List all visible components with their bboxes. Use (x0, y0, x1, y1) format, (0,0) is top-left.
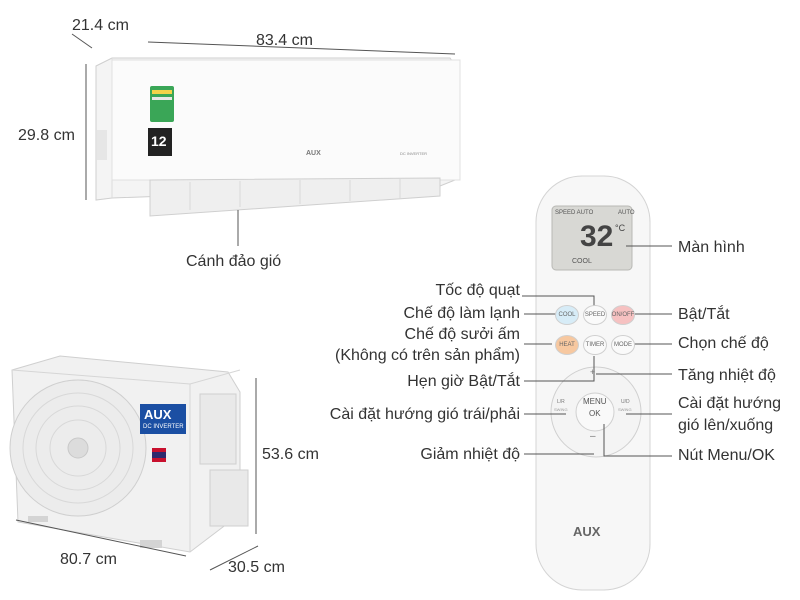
timer-button[interactable]: TIMER (583, 335, 607, 355)
warranty-badge-icon (148, 128, 172, 156)
outdoor-badge-text: DC INVERTER (143, 424, 184, 430)
callout-swing-lr: Cài đặt hướng gió trái/phải (329, 406, 520, 423)
indoor-unit (95, 57, 461, 217)
callout-heat-note: (Không có trên sản phẩm) (335, 347, 520, 364)
energy-label-icon (150, 86, 174, 122)
outdoor-unit (9, 355, 249, 553)
temp-up-button[interactable]: + (590, 367, 596, 377)
remote-body (535, 175, 651, 591)
outdoor-brand-badge (140, 404, 186, 434)
callout-fan-speed: Tốc độ quạt (435, 282, 521, 299)
lr-swing-sub: SWING (554, 407, 568, 412)
indoor-width-label: 83.4 cm (256, 32, 313, 49)
callout-timer: Hẹn giờ Bật/Tắt (407, 373, 520, 390)
outdoor-width-label: 80.7 cm (60, 551, 117, 568)
callout-screen: Màn hình (678, 239, 745, 256)
mode-button[interactable]: MODE (611, 335, 635, 355)
speed-button[interactable]: SPEED (583, 305, 607, 325)
screen-auto-indicator: AUTO (618, 210, 635, 216)
temp-down-button[interactable]: – (590, 431, 596, 442)
onoff-button[interactable]: ON/OFF (611, 305, 635, 325)
callout-swing-ud-2: gió lên/xuống (678, 417, 774, 434)
lr-swing-button[interactable]: L/R (557, 399, 565, 405)
heat-button[interactable]: HEAT (555, 335, 579, 355)
callout-temp-up: Tăng nhiệt độ (678, 367, 776, 384)
callout-heat-mode: Chế độ sưởi ấm (404, 326, 520, 343)
outdoor-height-label: 53.6 cm (262, 446, 319, 463)
screen-speed-indicator: SPEED AUTO (555, 210, 594, 216)
outdoor-dimension-lines (15, 378, 259, 571)
screen-temperature: 32 (580, 220, 614, 253)
callout-temp-down: Giảm nhiệt độ (420, 446, 520, 463)
menu-button[interactable]: MENU (583, 397, 607, 406)
cool-button[interactable]: COOL (555, 305, 579, 325)
ud-swing-button[interactable]: U/D (621, 399, 630, 405)
ud-swing-sub: SWING (618, 407, 632, 412)
outdoor-depth-label: 30.5 cm (228, 559, 285, 576)
callout-cool-mode: Chế độ làm lạnh (403, 305, 520, 322)
indoor-brand-logo: AUX (306, 150, 321, 157)
outdoor-brand-logo: AUX (144, 407, 172, 422)
indoor-dimension-lines (71, 33, 456, 200)
remote-brand-logo: AUX (573, 524, 601, 539)
louver-shape (149, 177, 441, 217)
indoor-depth-label: 21.4 cm (72, 17, 129, 34)
remote-callout-lines (522, 245, 672, 457)
callout-power: Bật/Tắt (678, 306, 730, 323)
warranty-number: 12 (151, 133, 167, 149)
callout-swing-ud-1: Cài đặt hướng (678, 395, 782, 412)
louver-label: Cánh đảo gió (186, 253, 282, 270)
indoor-inverter-tag: DC INVERTER (400, 151, 428, 156)
remote-screen (551, 205, 633, 271)
callout-menu-ok: Nút Menu/OK (678, 447, 775, 464)
indoor-height-label: 29.8 cm (18, 127, 75, 144)
ok-button[interactable]: OK (589, 409, 601, 418)
callout-mode-select: Chọn chế độ (678, 335, 769, 352)
screen-unit: °C (615, 223, 626, 233)
screen-mode: COOL (572, 258, 592, 265)
